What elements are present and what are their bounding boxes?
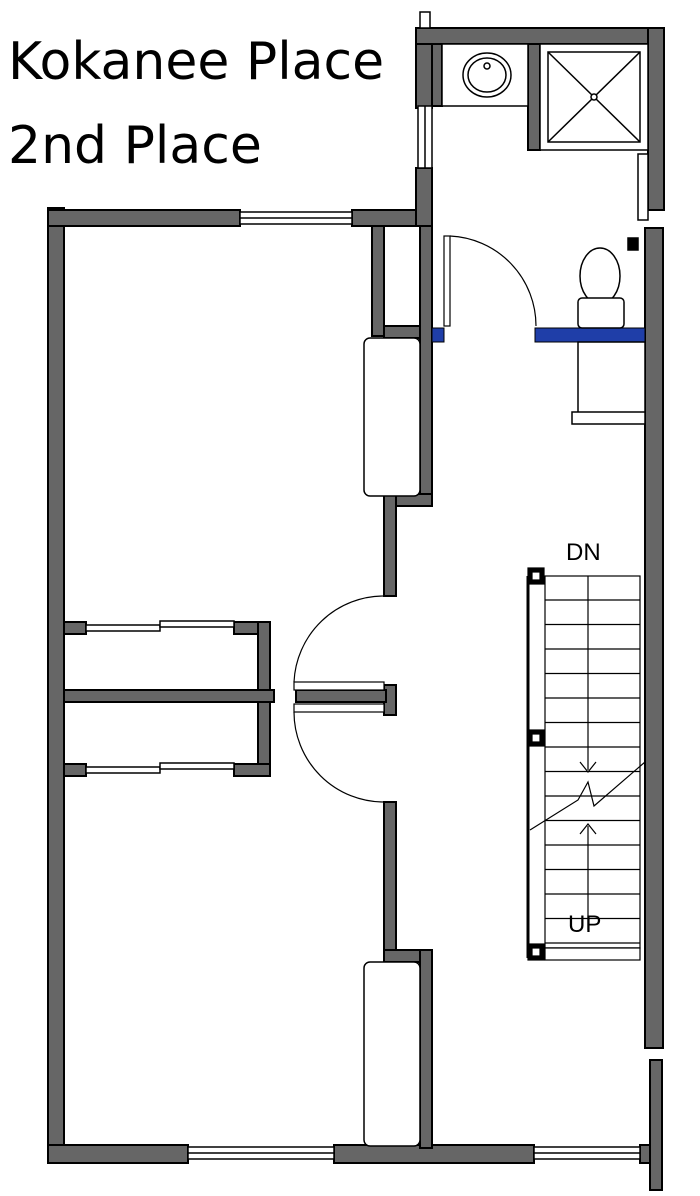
stair-break-line bbox=[529, 761, 646, 831]
bottom-wall-2 bbox=[333, 1144, 535, 1164]
down-arrow-icon bbox=[579, 761, 597, 773]
bath-door-leaf bbox=[443, 235, 451, 327]
right-exterior-wall bbox=[644, 227, 664, 1049]
closet-top-wall-left bbox=[63, 621, 87, 635]
sliding-door-2 bbox=[159, 620, 235, 628]
windows bbox=[187, 11, 649, 1160]
sliding-door-1 bbox=[85, 624, 161, 632]
built-ins bbox=[363, 337, 646, 1147]
closet-shelf-lower bbox=[363, 961, 421, 1147]
stair-treads bbox=[545, 599, 640, 944]
shower-divider-wall bbox=[527, 43, 541, 151]
swing-doors bbox=[293, 235, 537, 803]
hall-wall-lower bbox=[419, 949, 433, 1149]
bath-vanity-wall bbox=[431, 43, 443, 107]
bedroom2-door-swing bbox=[293, 711, 385, 803]
bath-fixtures bbox=[441, 43, 649, 329]
closet-upper-side bbox=[257, 621, 271, 695]
toilet-tank bbox=[577, 297, 625, 329]
right-exterior-wall-low bbox=[649, 1059, 663, 1191]
accent-wall-right bbox=[534, 327, 646, 343]
stairs-up-label: UP bbox=[568, 911, 601, 938]
bath-door-swing bbox=[449, 235, 537, 327]
hall-wall-upper bbox=[419, 225, 433, 497]
plan-subtitle: 2nd Place bbox=[8, 116, 262, 176]
bath-right-wall bbox=[647, 27, 665, 211]
bottom-wall-1 bbox=[47, 1144, 189, 1164]
stair-run bbox=[544, 575, 641, 949]
toilet-paper bbox=[627, 237, 639, 251]
sliding-door-3 bbox=[85, 766, 161, 774]
vent-top bbox=[419, 11, 431, 29]
sliding-door-4 bbox=[159, 762, 235, 770]
closet-bottom-wall-left bbox=[63, 763, 87, 777]
closet-divider-right bbox=[295, 689, 387, 703]
closet-bottom-wall-right bbox=[233, 763, 271, 777]
accent-walls bbox=[431, 327, 646, 343]
closet-wall-upper bbox=[371, 225, 385, 337]
left-exterior-wall bbox=[47, 207, 65, 1164]
accent-wall-left bbox=[431, 327, 445, 343]
window-bath-right bbox=[637, 153, 649, 221]
hall-wall-mid-lower bbox=[383, 801, 397, 953]
stairs-down-label: DN bbox=[566, 539, 601, 566]
staircase: DN UP bbox=[526, 539, 646, 961]
hall-wall-mid-upper bbox=[383, 493, 397, 597]
plan-title: Kokanee Place bbox=[8, 32, 385, 92]
bottom-wall-3 bbox=[639, 1144, 651, 1164]
closet-doors bbox=[85, 620, 235, 774]
bath-left-wall-lower bbox=[415, 167, 433, 227]
up-arrow-icon bbox=[579, 823, 597, 835]
bedroom2-door-leaf bbox=[293, 703, 385, 713]
linen-cabinet bbox=[577, 341, 646, 415]
closet-divider-left bbox=[63, 689, 275, 703]
bath-top-wall bbox=[415, 27, 665, 45]
walls bbox=[47, 27, 665, 1191]
bedroom1-door-leaf bbox=[293, 681, 385, 691]
stair-landing bbox=[544, 947, 641, 961]
toilet-icon bbox=[579, 247, 621, 305]
linen-shelf bbox=[571, 411, 646, 425]
closet-shelf-upper bbox=[363, 337, 421, 497]
top-wall-left bbox=[47, 209, 241, 227]
bedroom1-door-swing bbox=[293, 595, 385, 683]
